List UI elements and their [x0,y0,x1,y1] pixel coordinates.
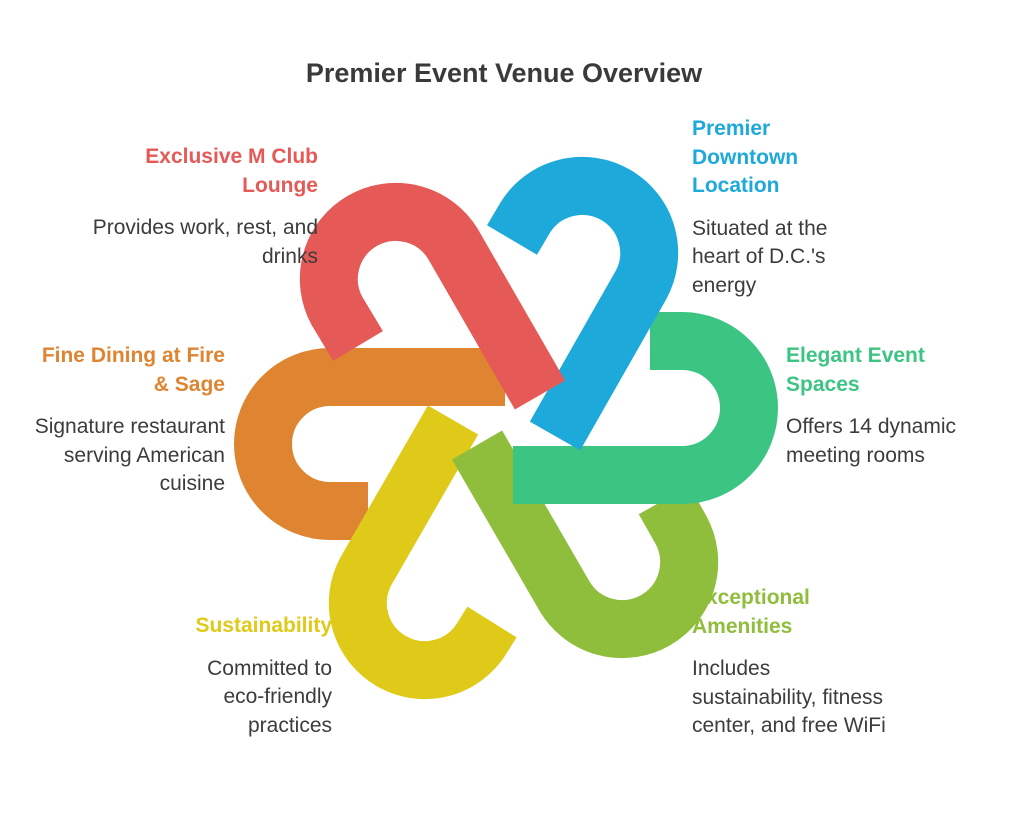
loop-green [513,312,778,504]
callout-m-club-lounge: Exclusive M Club Lounge Provides work, r… [78,143,318,271]
callout-body: Includes sustainability, fitness center,… [692,657,886,737]
callout-body: Offers 14 dynamic meeting rooms [786,415,957,467]
loop-olive [451,430,719,659]
loop-red [299,182,566,410]
callout-body: Situated at the heart of D.C.'s energy [692,216,828,297]
callout-event-spaces: Elegant Event Spaces Offers 14 dynamic m… [786,342,956,470]
callout-body: Committed to eco-friendly practices [207,656,332,737]
callout-sustainability: Sustainability Committed to eco-friendly… [132,612,332,740]
callout-fine-dining: Fine Dining at Fire & Sage Signature res… [25,342,225,499]
loop-blue [487,156,679,451]
callout-heading: Fine Dining at Fire & Sage [41,344,225,396]
callout-downtown-location: Premier Downtown Location Situated at th… [692,115,827,300]
callout-body: Signature restaurant serving American cu… [34,415,225,495]
callout-heading: Exclusive M Club Lounge [145,145,318,197]
loop-yellow [328,405,517,700]
callout-body: Provides work, rest, and drinks [92,216,318,268]
callout-heading: Sustainability [195,614,332,637]
callout-heading: Elegant Event Spaces [786,344,925,396]
callout-heading: Exceptional Amenities [692,586,810,638]
diagram-title: Premier Event Venue Overview [305,58,703,88]
callout-heading: Premier Downtown Location [692,117,799,197]
loop-orange [234,348,505,540]
callout-amenities: Exceptional Amenities Includes sustainab… [692,584,886,741]
